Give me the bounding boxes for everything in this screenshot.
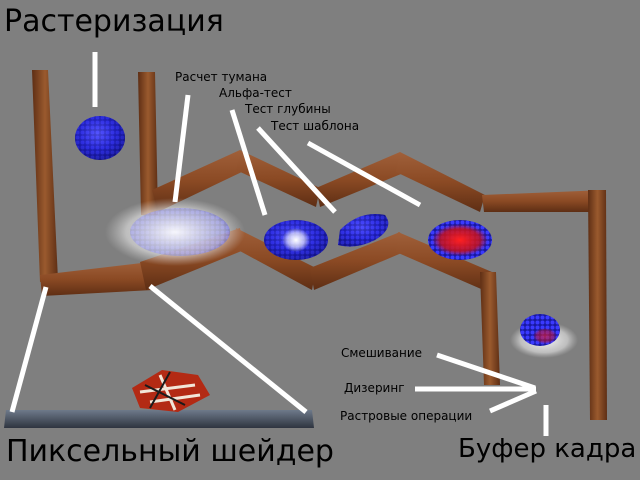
label-fog: Расчет тумана (175, 70, 268, 84)
pointer-lines (9, 52, 549, 436)
teapot-fog (105, 198, 245, 266)
label-raster-ops: Растровые операции (340, 409, 473, 423)
label-depth-test: Тест глубины (245, 102, 331, 116)
label-blending: Смешивание (341, 346, 423, 360)
title-rasterization: Растеризация (4, 4, 224, 39)
shader-object (132, 370, 210, 412)
title-pixel-shader: Пиксельный шейдер (6, 434, 334, 469)
teapot-rasterized (75, 116, 125, 160)
shader-slab (4, 410, 314, 428)
teapot-alpha-test (264, 220, 328, 260)
label-stencil-test: Тест шаблона (271, 119, 360, 133)
teapot-depth-test (338, 214, 389, 247)
teapot-frame-buffer (510, 314, 578, 358)
title-frame-buffer: Буфер кадра (458, 434, 637, 464)
teapot-stencil-test (428, 220, 492, 260)
label-alpha-test: Альфа-тест (219, 86, 292, 100)
label-dithering: Дизеринг (344, 381, 405, 395)
